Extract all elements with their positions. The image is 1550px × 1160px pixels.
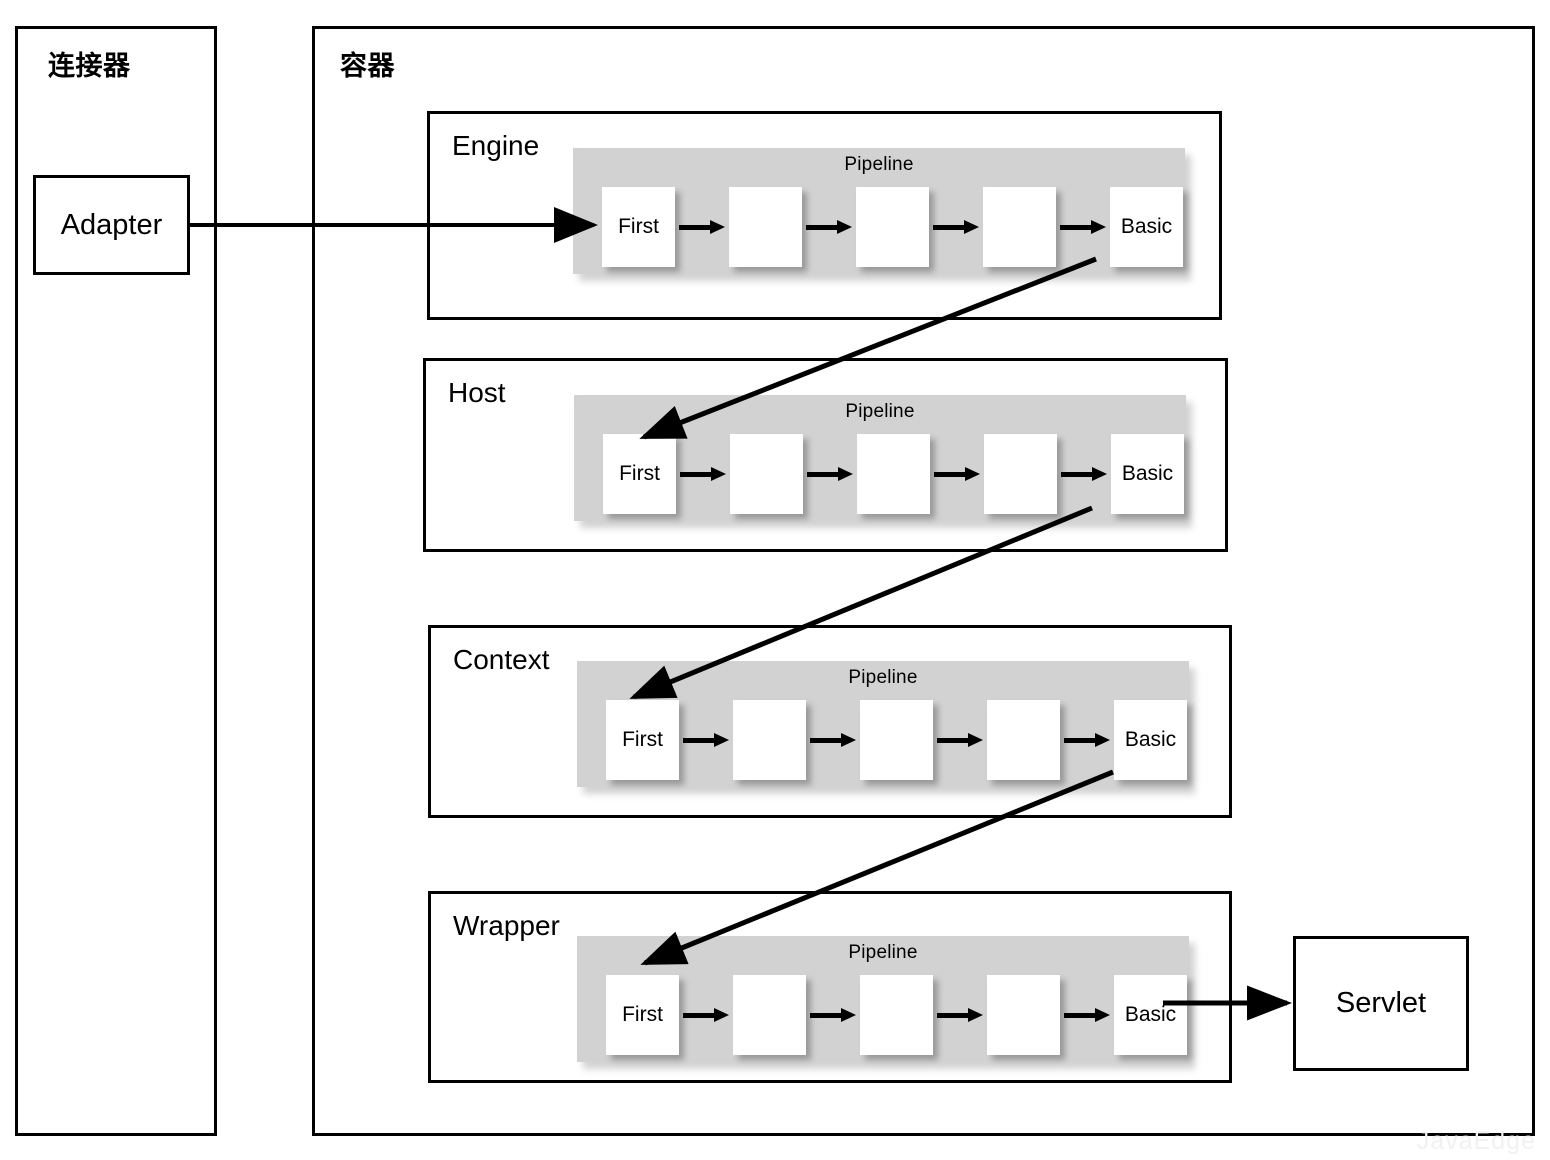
host-valve-row: First Basic [574, 433, 1186, 515]
arrow-right-icon [933, 733, 987, 747]
container-frame [312, 26, 1535, 1136]
arrow-right-icon [1057, 467, 1111, 481]
context-valve-row: First Basic [577, 699, 1189, 781]
host-title: Host [448, 377, 506, 408]
arrow-right-icon [1060, 1008, 1114, 1022]
engine-valve-3[interactable] [856, 187, 929, 267]
context-valve-2[interactable] [733, 700, 806, 780]
host-valve-basic[interactable]: Basic [1111, 434, 1184, 514]
wrapper-valve-basic[interactable]: Basic [1114, 975, 1187, 1055]
context-valve-basic[interactable]: Basic [1114, 700, 1187, 780]
engine-valve-basic[interactable]: Basic [1110, 187, 1183, 267]
engine-title: Engine [452, 130, 540, 161]
arrow-right-icon [929, 220, 983, 234]
wrapper-pipeline-title: Pipeline [848, 942, 918, 963]
wrapper-component[interactable]: Wrapper Pipeline First Basic [428, 891, 1232, 1083]
host-valve-3[interactable] [857, 434, 930, 514]
wrapper-valve-first[interactable]: First [606, 975, 679, 1055]
arrow-right-icon [679, 733, 733, 747]
engine-pipeline-title: Pipeline [844, 154, 914, 175]
context-pipeline: Pipeline First Basic [577, 661, 1189, 787]
arrow-right-icon [806, 733, 860, 747]
connector-frame [15, 26, 217, 1136]
wrapper-valve-row: First Basic [577, 974, 1189, 1056]
adapter-label: Adapter [60, 208, 163, 241]
arrow-right-icon [933, 1008, 987, 1022]
wrapper-valve-4[interactable] [987, 975, 1060, 1055]
host-component[interactable]: Host Pipeline First Basic [423, 358, 1228, 552]
arrow-right-icon [676, 467, 730, 481]
arrow-right-icon [675, 220, 729, 234]
engine-pipeline: Pipeline First Basic [573, 148, 1185, 274]
connector-frame-title: 连接器 [48, 51, 131, 82]
arrow-right-icon [1060, 733, 1114, 747]
engine-component[interactable]: Engine Pipeline First Basic [427, 111, 1222, 320]
wrapper-valve-2[interactable] [733, 975, 806, 1055]
engine-valve-2[interactable] [729, 187, 802, 267]
arrow-right-icon [806, 1008, 860, 1022]
context-pipeline-title: Pipeline [848, 667, 918, 688]
servlet-label: Servlet [1335, 987, 1427, 1019]
arrow-right-icon [930, 467, 984, 481]
arrow-right-icon [1056, 220, 1110, 234]
host-valve-first[interactable]: First [603, 434, 676, 514]
engine-valve-first[interactable]: First [602, 187, 675, 267]
context-valve-4[interactable] [987, 700, 1060, 780]
wrapper-valve-3[interactable] [860, 975, 933, 1055]
wrapper-pipeline: Pipeline First Basic [577, 936, 1189, 1062]
wrapper-title: Wrapper [453, 910, 560, 941]
engine-valve-row: First Basic [573, 186, 1185, 268]
host-valve-2[interactable] [730, 434, 803, 514]
context-component[interactable]: Context Pipeline First Basic [428, 625, 1232, 818]
context-valve-3[interactable] [860, 700, 933, 780]
engine-valve-4[interactable] [983, 187, 1056, 267]
host-pipeline: Pipeline First Basic [574, 395, 1186, 521]
arrow-right-icon [802, 220, 856, 234]
context-valve-first[interactable]: First [606, 700, 679, 780]
container-frame-title: 容器 [340, 51, 395, 82]
context-title: Context [453, 644, 550, 675]
host-pipeline-title: Pipeline [845, 401, 915, 422]
adapter-box[interactable]: Adapter [33, 175, 190, 275]
host-valve-4[interactable] [984, 434, 1057, 514]
watermark: JavaEdge [1416, 1127, 1536, 1155]
arrow-right-icon [679, 1008, 733, 1022]
servlet-box[interactable]: Servlet [1293, 936, 1469, 1071]
arrow-right-icon [803, 467, 857, 481]
